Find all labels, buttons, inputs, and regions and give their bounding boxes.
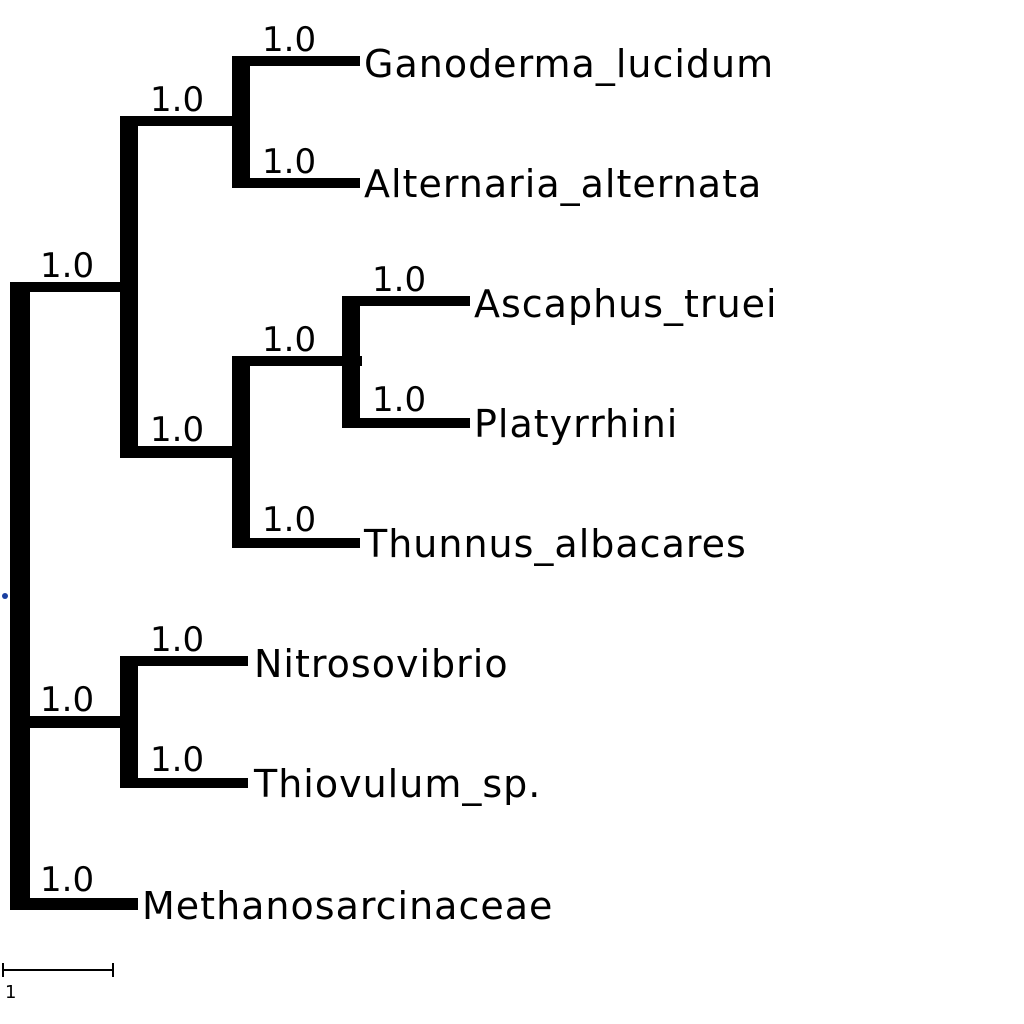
root-marker — [2, 593, 8, 599]
taxon-label-alternaria: Alternaria_alternata — [364, 162, 762, 206]
support-frog-primate: 1.0 — [262, 320, 316, 360]
taxon-label-nitrosovibrio: Nitrosovibrio — [254, 642, 509, 686]
support-bacteria: 1.0 — [40, 680, 94, 720]
scale-bar: 1 — [2, 963, 114, 1003]
branch-fungi — [120, 116, 250, 126]
branch-ganoderma — [232, 56, 360, 66]
support-eukaryote-clade: 1.0 — [40, 246, 94, 286]
support-ascaphus: 1.0 — [372, 260, 426, 300]
branch-thunnus — [232, 538, 360, 548]
branch-thiovulum — [120, 778, 248, 788]
taxon-label-ganoderma: Ganoderma_lucidum — [364, 42, 774, 86]
branch-eukaryote-clade — [10, 282, 138, 292]
support-alternaria: 1.0 — [262, 142, 316, 182]
branch-ascaphus — [342, 296, 470, 306]
support-fungi: 1.0 — [150, 80, 204, 120]
support-thunnus: 1.0 — [262, 500, 316, 540]
branch-frog-primate — [232, 356, 362, 366]
branch-platyrrhini — [342, 418, 470, 428]
support-methanosarcinaceae: 1.0 — [40, 860, 94, 900]
vertical-frog-primate — [342, 296, 360, 428]
branch-bacteria — [10, 716, 138, 728]
vertical-vertebrates — [232, 356, 250, 548]
branch-nitrosovibrio — [120, 656, 248, 666]
scale-bar-label: 1 — [5, 982, 16, 1003]
vertical-bacteria — [120, 656, 138, 788]
support-vertebrates: 1.0 — [150, 410, 204, 450]
vertical-eukaryote-clade — [120, 116, 138, 458]
support-thiovulum: 1.0 — [150, 740, 204, 780]
branch-methanosarcinaceae — [10, 898, 138, 910]
branch-vertebrates — [120, 446, 250, 458]
taxon-label-ascaphus: Ascaphus_truei — [474, 282, 778, 326]
branch-alternaria — [232, 178, 360, 188]
support-ganoderma: 1.0 — [262, 20, 316, 60]
support-nitrosovibrio: 1.0 — [150, 620, 204, 660]
support-platyrrhini: 1.0 — [372, 380, 426, 420]
root-vertical-branch — [10, 282, 30, 910]
taxon-label-thiovulum: Thiovulum_sp. — [253, 762, 541, 806]
taxon-label-thunnus: Thunnus_albacares — [363, 522, 747, 566]
taxon-label-methanosarcinaceae: Methanosarcinaceae — [142, 884, 553, 928]
vertical-fungi — [232, 56, 250, 188]
taxon-label-platyrrhini: Platyrrhini — [474, 402, 678, 446]
